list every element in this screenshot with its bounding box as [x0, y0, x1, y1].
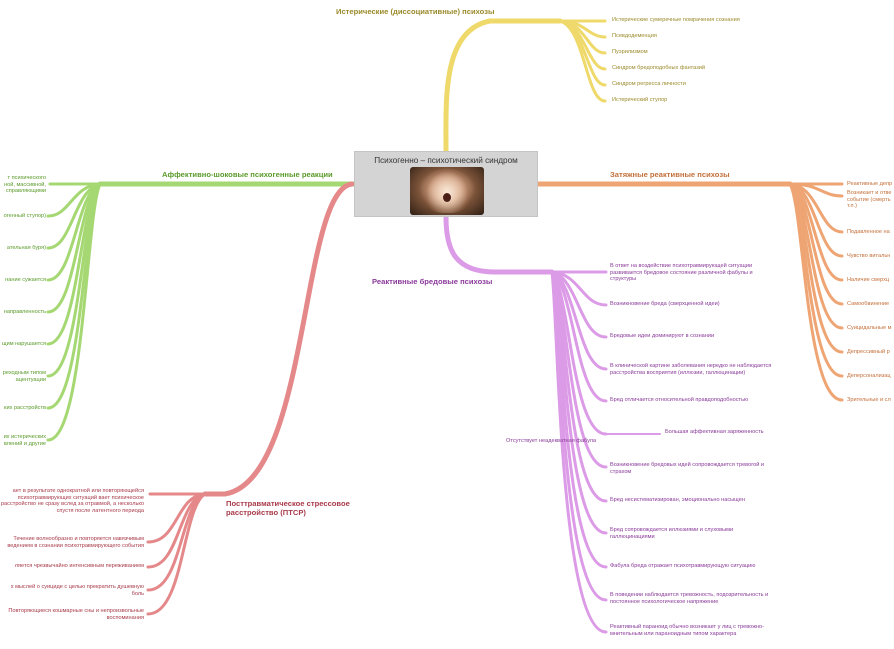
orange-item[interactable]: Подавленное на — [847, 229, 890, 235]
yellow-item[interactable]: Синдром бредоподобных фантазий — [612, 65, 706, 71]
green-item[interactable]: т психического ной, массивной, справляющ… — [4, 175, 46, 195]
orange-item[interactable]: Наличие сверхц — [847, 277, 890, 283]
purple-item[interactable]: В поведении наблюдается тревожность, под… — [610, 592, 769, 605]
green-item[interactable]: огенный ступор) — [3, 213, 46, 219]
branch-label-ptsd[interactable]: Посттравматическое стрессовое расстройст… — [226, 499, 350, 517]
branch-label-prolonged-psychoses[interactable]: Затяжные реактивные психозы — [610, 170, 730, 179]
red-item[interactable]: ает в результате однократной или повторя… — [0, 488, 144, 514]
orange-item[interactable]: Деперсонализац — [847, 373, 891, 379]
green-item[interactable]: направленность — [3, 309, 46, 315]
orange-item[interactable]: Депрессивный р — [847, 349, 890, 355]
screaming-woman-image — [410, 167, 484, 215]
yellow-item[interactable]: Истерические сумеречные помрачения созна… — [612, 17, 740, 23]
mouth-shape — [443, 193, 451, 202]
central-topic-title: Психогенно – психотический синдром — [374, 156, 518, 165]
orange-item[interactable]: Чувство витальн — [847, 253, 891, 259]
red-trunk — [202, 181, 355, 497]
orange-item[interactable]: Реактивные депр — [847, 181, 893, 187]
green-item[interactable]: нание сужается — [5, 277, 46, 283]
branch-label-hysterical-psychoses[interactable]: Истерические (диссоциативные) психозы — [336, 7, 495, 16]
purple-item[interactable]: В ответ на воздействие психотравмирующей… — [610, 263, 753, 283]
purple-item[interactable]: Бредовые идеи доминируют в сознании — [610, 333, 715, 339]
green-item[interactable]: реходным типом ацентуации — [2, 370, 46, 383]
purple-item[interactable]: Реактивный параноид обычно возникает у л… — [610, 624, 765, 637]
purple-item[interactable]: Бред сопровождается иллюзиями и слуховым… — [610, 527, 734, 540]
purple-item[interactable]: Бред отличается относительной правдоподо… — [610, 397, 749, 403]
purple-item[interactable]: Бред несистематизирован, эмоционально на… — [610, 497, 745, 503]
red-item[interactable]: Течение волнообразно и повторяется навяз… — [7, 536, 144, 549]
green-item[interactable]: ательная буря) — [6, 245, 46, 251]
green-item[interactable]: ких расстройств — [4, 405, 46, 411]
green-item[interactable]: их истерических влений и другие — [3, 434, 46, 447]
branch-label-affective-shock-reactions[interactable]: Аффективно-шоковые психогенные реакции — [162, 170, 333, 179]
purple-trunk — [443, 214, 555, 275]
central-topic[interactable]: Психогенно – психотический синдром — [354, 151, 538, 217]
orange-item[interactable]: Суицидальные м — [847, 325, 892, 331]
red-item[interactable]: Повторяющиеся кошмарные сны и непроизвол… — [8, 608, 144, 621]
yellow-item[interactable]: Пуэрилизмом — [612, 49, 648, 55]
branch-label-reactive-delusional-psychoses[interactable]: Реактивные бредовые психозы — [372, 277, 493, 286]
purple-item[interactable]: Возникновение бредовых идей сопровождает… — [610, 462, 765, 475]
purple-item[interactable]: Фабула бреда отражает психотравмирующую … — [610, 563, 756, 569]
yellow-item[interactable]: Синдром регресса личности — [612, 81, 686, 87]
yellow-trunk — [443, 18, 563, 154]
hair-shape — [424, 169, 470, 213]
red-item[interactable]: х мыслей о суициде с целью прекратить ду… — [10, 584, 144, 597]
purple-item[interactable]: Отсутствует неадекватная фабула — [506, 438, 597, 444]
yellow-item[interactable]: Истерический ступор — [612, 97, 668, 103]
orange-item[interactable]: Самообвинение — [847, 301, 890, 307]
red-item[interactable]: ляется чрезвычайно интенсивным переживан… — [14, 563, 144, 569]
purple-sub-item[interactable]: Большая аффективная заряженность — [665, 429, 764, 435]
orange-item[interactable]: Возникает и отве событие (смерть т.п.) — [847, 190, 892, 210]
yellow-item[interactable]: Псевдодеменция — [612, 33, 657, 39]
purple-item[interactable]: В клинической картине заболевания нередк… — [610, 363, 772, 376]
orange-item[interactable]: Зрительные и сл — [847, 397, 891, 403]
green-item[interactable]: щим нарушается — [1, 341, 46, 347]
purple-item[interactable]: Возникновение бреда (сверхценной идеи) — [610, 301, 720, 307]
